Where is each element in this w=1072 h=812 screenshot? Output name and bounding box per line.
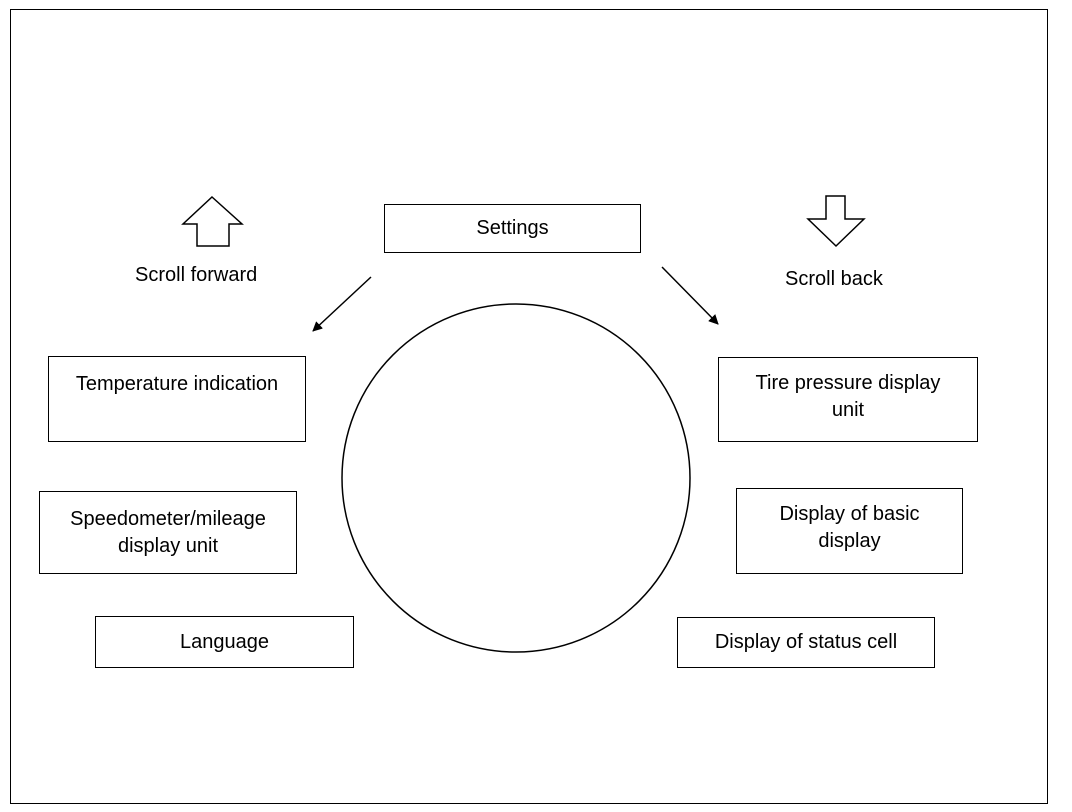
basic-display-box[interactable]: Display of basic display — [736, 488, 963, 574]
up-arrow-outline-icon — [181, 195, 244, 247]
settings-label: Settings — [476, 217, 549, 239]
speedometer-mileage-box[interactable]: Speedometer/mileage display unit — [39, 491, 297, 574]
diagram-frame — [10, 9, 1048, 804]
status-cell-box[interactable]: Display of status cell — [677, 617, 935, 668]
arrow-to-tire-pressure — [661, 266, 719, 325]
tire-pressure-label: Tire pressure display unit — [755, 372, 941, 421]
settings-box[interactable]: Settings — [384, 204, 641, 253]
scroll-back-label: Scroll back — [785, 268, 883, 290]
arrow-to-temperature — [312, 276, 372, 332]
temperature-indication-label: Temperature indication — [75, 373, 279, 395]
speedometer-mileage-label: Speedometer/mileage display unit — [70, 507, 266, 557]
status-cell-label: Display of status cell — [714, 631, 898, 653]
basic-display-label: Display of basic display — [779, 503, 920, 552]
scroll-forward-label: Scroll forward — [135, 264, 258, 286]
rotary-dial-circle — [341, 303, 691, 653]
tire-pressure-box[interactable]: Tire pressure display unit — [718, 357, 978, 442]
language-label: Language — [180, 630, 269, 653]
temperature-indication-box[interactable]: Temperature indication — [48, 356, 306, 442]
down-arrow-outline-icon — [806, 195, 866, 248]
language-box[interactable]: Language — [95, 616, 354, 668]
